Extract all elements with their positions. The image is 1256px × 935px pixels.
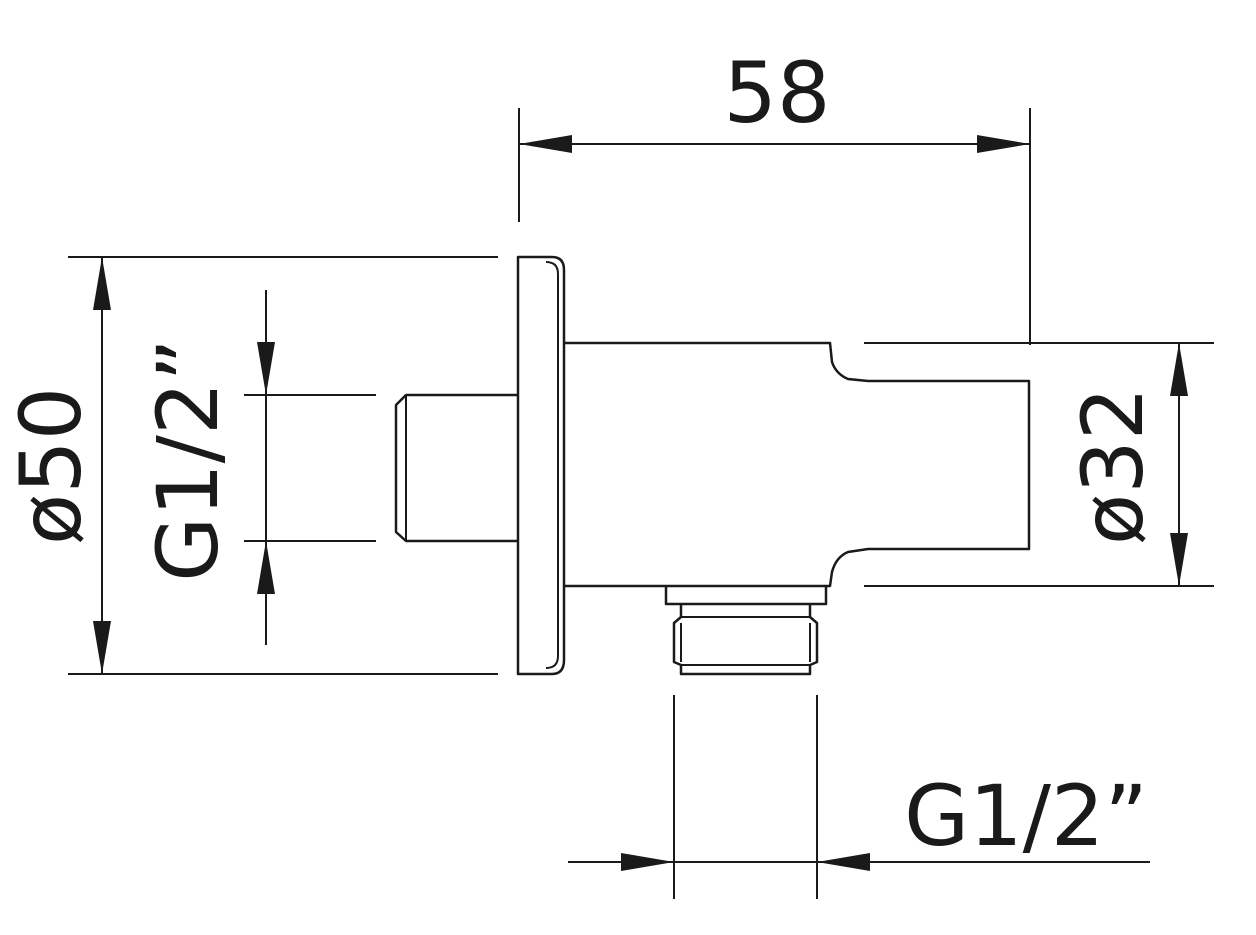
dimension-label-inlet-thread: G1/2” <box>139 338 237 582</box>
arrow-right-icon <box>977 135 1030 153</box>
arrow-up-icon <box>1170 343 1188 396</box>
dimension-flange-diameter: ø50 <box>2 256 498 675</box>
dimension-outlet-diameter: ø32 <box>864 342 1214 587</box>
dimension-outlet-thread: G1/2” <box>568 695 1150 899</box>
wall-flange-inner <box>545 261 559 669</box>
main-body <box>564 341 1031 588</box>
arrow-right-icon <box>621 853 674 871</box>
outlet-nut <box>672 604 819 676</box>
arrow-left-icon <box>519 135 572 153</box>
dimension-label-outlet-diameter: ø32 <box>1064 387 1162 545</box>
dimension-label-length: 58 <box>724 44 831 142</box>
arrow-up-icon <box>93 257 111 310</box>
part-outline <box>394 255 1031 676</box>
dimension-label-flange-diameter: ø50 <box>2 387 100 545</box>
inlet-stub <box>394 393 518 543</box>
dimension-length: 58 <box>518 44 1031 345</box>
outlet-connector <box>664 586 828 606</box>
arrow-up-icon <box>257 541 275 594</box>
dimension-label-outlet-thread: G1/2” <box>904 767 1148 865</box>
wall-flange <box>516 255 566 676</box>
arrow-down-icon <box>93 621 111 674</box>
arrow-down-icon <box>257 342 275 395</box>
arrow-left-icon <box>817 853 870 871</box>
arrow-down-icon <box>1170 533 1188 586</box>
dimension-inlet-thread: G1/2” <box>139 290 376 645</box>
